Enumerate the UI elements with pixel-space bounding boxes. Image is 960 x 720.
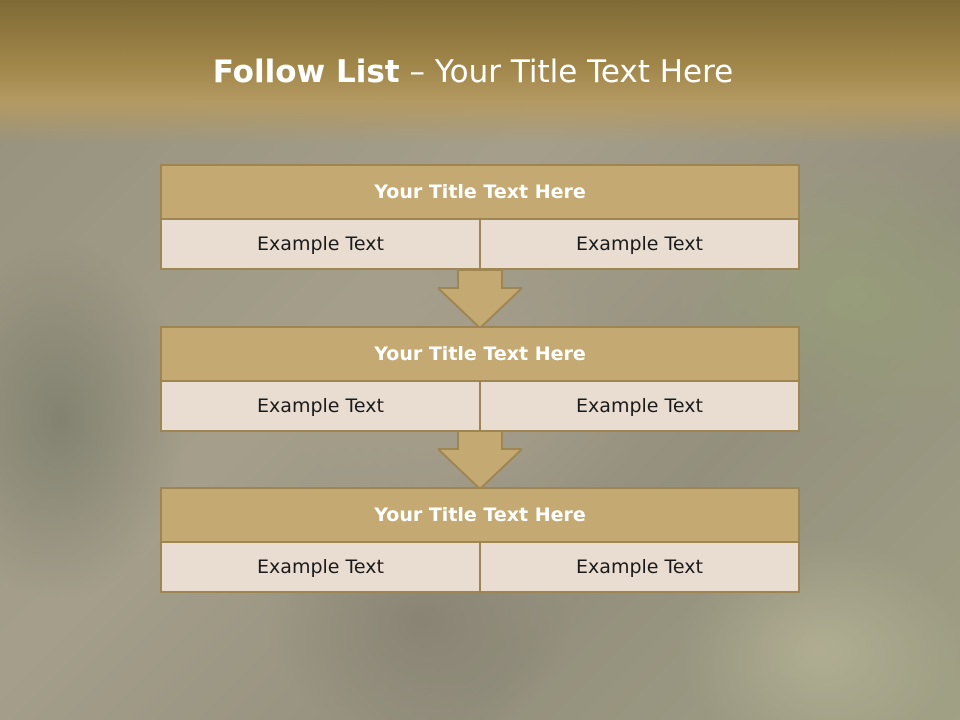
block-row: Example Text Example Text xyxy=(160,543,800,593)
title-band xyxy=(0,0,960,145)
down-arrow-icon xyxy=(438,431,522,491)
slide-title-rest: – Your Title Text Here xyxy=(399,54,734,90)
block-row: Example Text Example Text xyxy=(160,382,800,432)
slide-title-strong: Follow List xyxy=(212,54,400,90)
block-title: Your Title Text Here xyxy=(160,164,800,220)
block-cell-right: Example Text xyxy=(481,220,800,270)
block-cell-left: Example Text xyxy=(160,543,481,593)
slide-title: Follow List – Your Title Text Here xyxy=(0,54,946,90)
block-row: Example Text Example Text xyxy=(160,220,800,270)
follow-block-1: Your Title Text Here Example Text Exampl… xyxy=(160,164,800,270)
block-title: Your Title Text Here xyxy=(160,326,800,382)
block-title: Your Title Text Here xyxy=(160,487,800,543)
follow-block-3: Your Title Text Here Example Text Exampl… xyxy=(160,487,800,593)
block-cell-right: Example Text xyxy=(481,382,800,432)
block-cell-left: Example Text xyxy=(160,220,481,270)
follow-block-2: Your Title Text Here Example Text Exampl… xyxy=(160,326,800,432)
block-cell-right: Example Text xyxy=(481,543,800,593)
block-cell-left: Example Text xyxy=(160,382,481,432)
down-arrow-icon xyxy=(438,270,522,330)
